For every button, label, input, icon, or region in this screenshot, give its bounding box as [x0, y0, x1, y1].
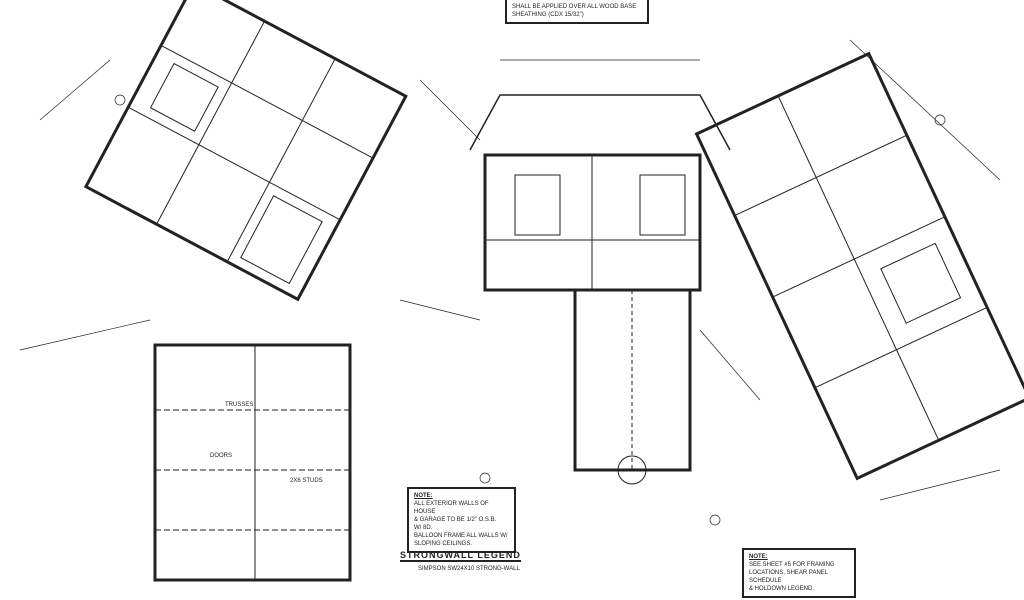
- trusses-label: Trusses: [225, 402, 254, 408]
- note-right-line: locations, shear panel schedule: [749, 570, 828, 584]
- note-left-line: All exterior walls of house: [414, 501, 489, 515]
- note-left-line: sloping ceilings.: [414, 541, 473, 547]
- note-left-line: w/ 8d.: [414, 525, 433, 531]
- note-right-title: Note:: [749, 554, 768, 560]
- note-left-line: & garage to be 1/2" O.S.B.: [414, 517, 497, 523]
- note-left-title: Note:: [414, 493, 433, 499]
- garage: [153, 343, 352, 582]
- strongwall-legend-title: Strongwall Legend: [400, 550, 521, 562]
- center-block: [469, 94, 731, 485]
- left-wing: [83, 0, 408, 302]
- garage-note-label: 2x6 studs: [290, 478, 323, 484]
- top-note-text: Shall be applied over all wood base shea…: [512, 4, 637, 18]
- note-left: Note: All exterior walls of house & gara…: [407, 487, 516, 553]
- note-right-line: See sheet #5 for framing: [749, 562, 835, 568]
- strongwall-legend-item: Simpson SW24x10 Strong-Wall: [418, 566, 520, 572]
- note-left-line: Balloon frame all walls w/: [414, 533, 508, 539]
- note-right: Note: See sheet #5 for framing locations…: [742, 548, 856, 598]
- doors-label: Doors: [210, 453, 233, 459]
- note-right-line: & holdown legend.: [749, 586, 815, 592]
- top-note: Shall be applied over all wood base shea…: [505, 0, 649, 24]
- right-wing: [694, 51, 1024, 481]
